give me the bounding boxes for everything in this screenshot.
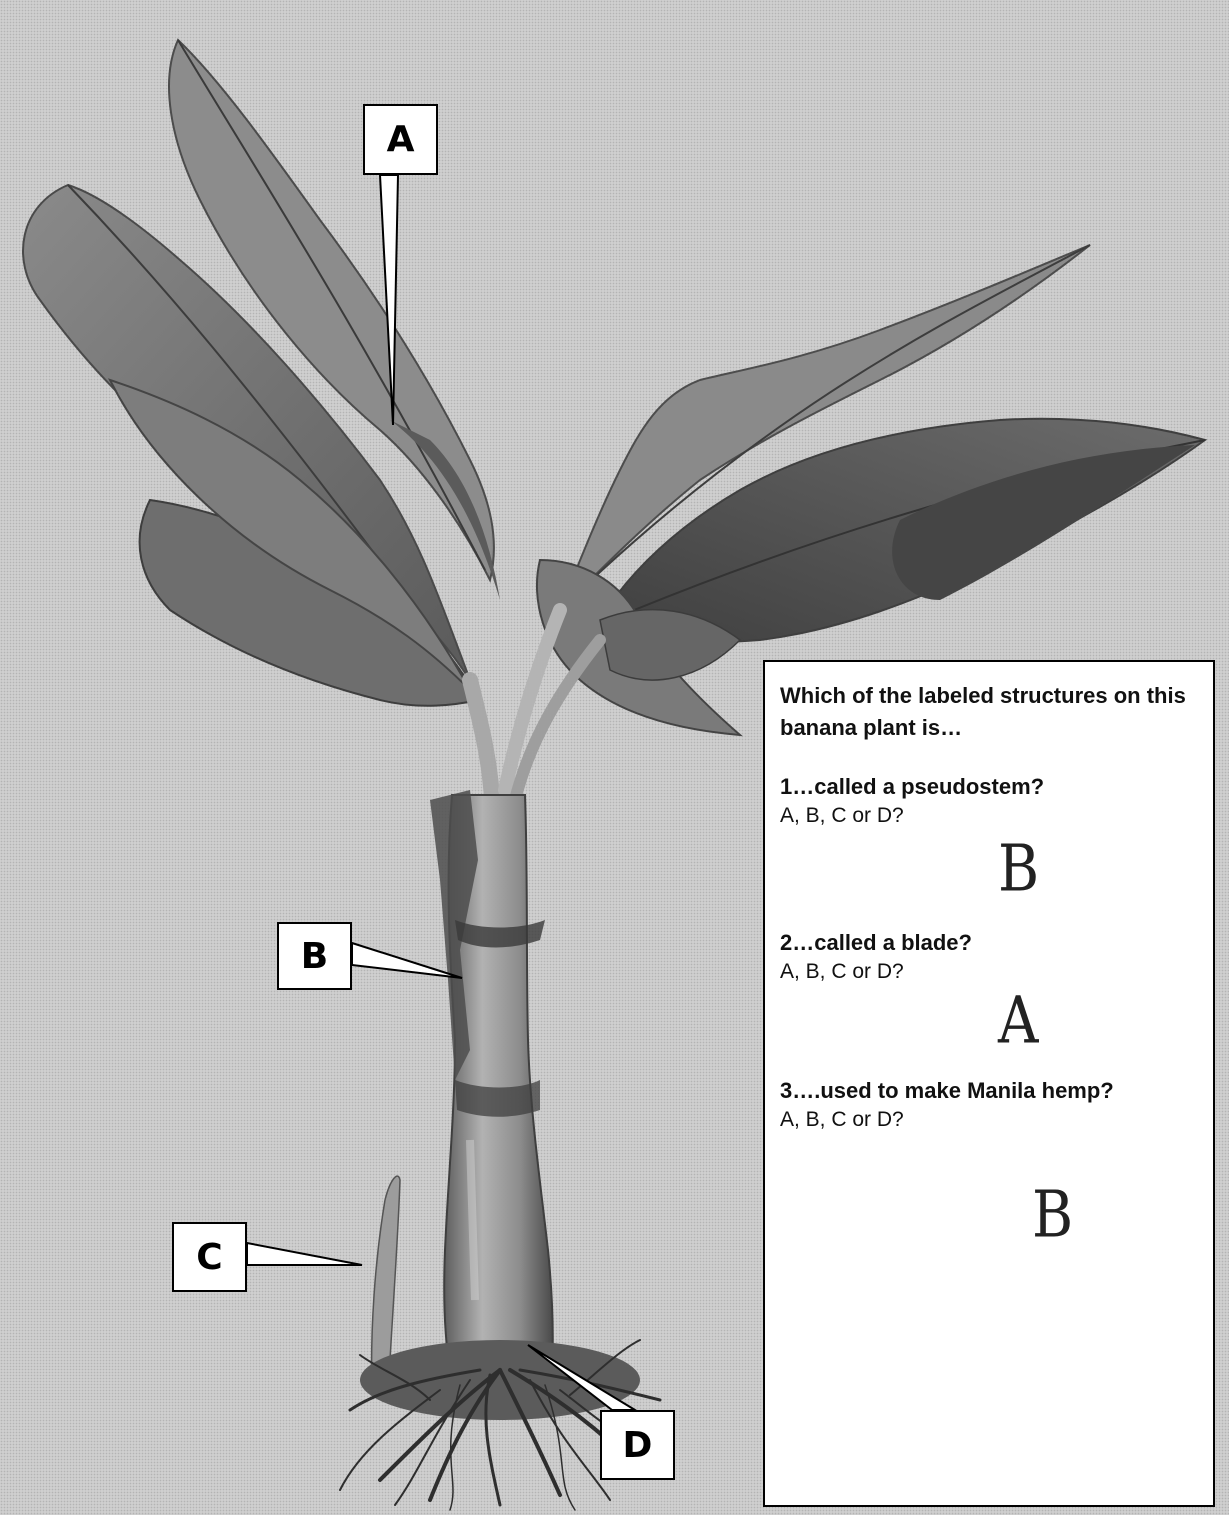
label-b-box: B <box>277 922 352 990</box>
question-2-options: A, B, C or D? <box>780 958 1199 986</box>
question-1-text: 1…called a pseudostem? <box>780 772 1199 802</box>
question-2-text: 2…called a blade? <box>780 928 1199 958</box>
question-panel: Which of the labeled structures on this … <box>763 660 1215 1507</box>
label-d-box: D <box>600 1410 675 1480</box>
label-c-box: C <box>172 1222 247 1292</box>
question-2: 2…called a blade? A, B, C or D? A <box>780 928 1199 1074</box>
label-a-box: A <box>363 104 438 175</box>
question-1-options: A, B, C or D? <box>780 802 1199 830</box>
question-intro: Which of the labeled structures on this … <box>780 680 1199 744</box>
question-3: 3….used to make Manila hemp? A, B, C or … <box>780 1076 1199 1222</box>
question-2-answer: A <box>998 990 1038 1054</box>
question-1: 1…called a pseudostem? A, B, C or D? B <box>780 772 1199 918</box>
question-3-text: 3….used to make Manila hemp? <box>780 1076 1199 1106</box>
question-3-options: A, B, C or D? <box>780 1106 1199 1134</box>
question-1-answer: B <box>998 838 1039 902</box>
leader-lines <box>247 175 635 1410</box>
question-3-answer: B <box>1032 1184 1073 1248</box>
pseudostem <box>430 790 553 1370</box>
